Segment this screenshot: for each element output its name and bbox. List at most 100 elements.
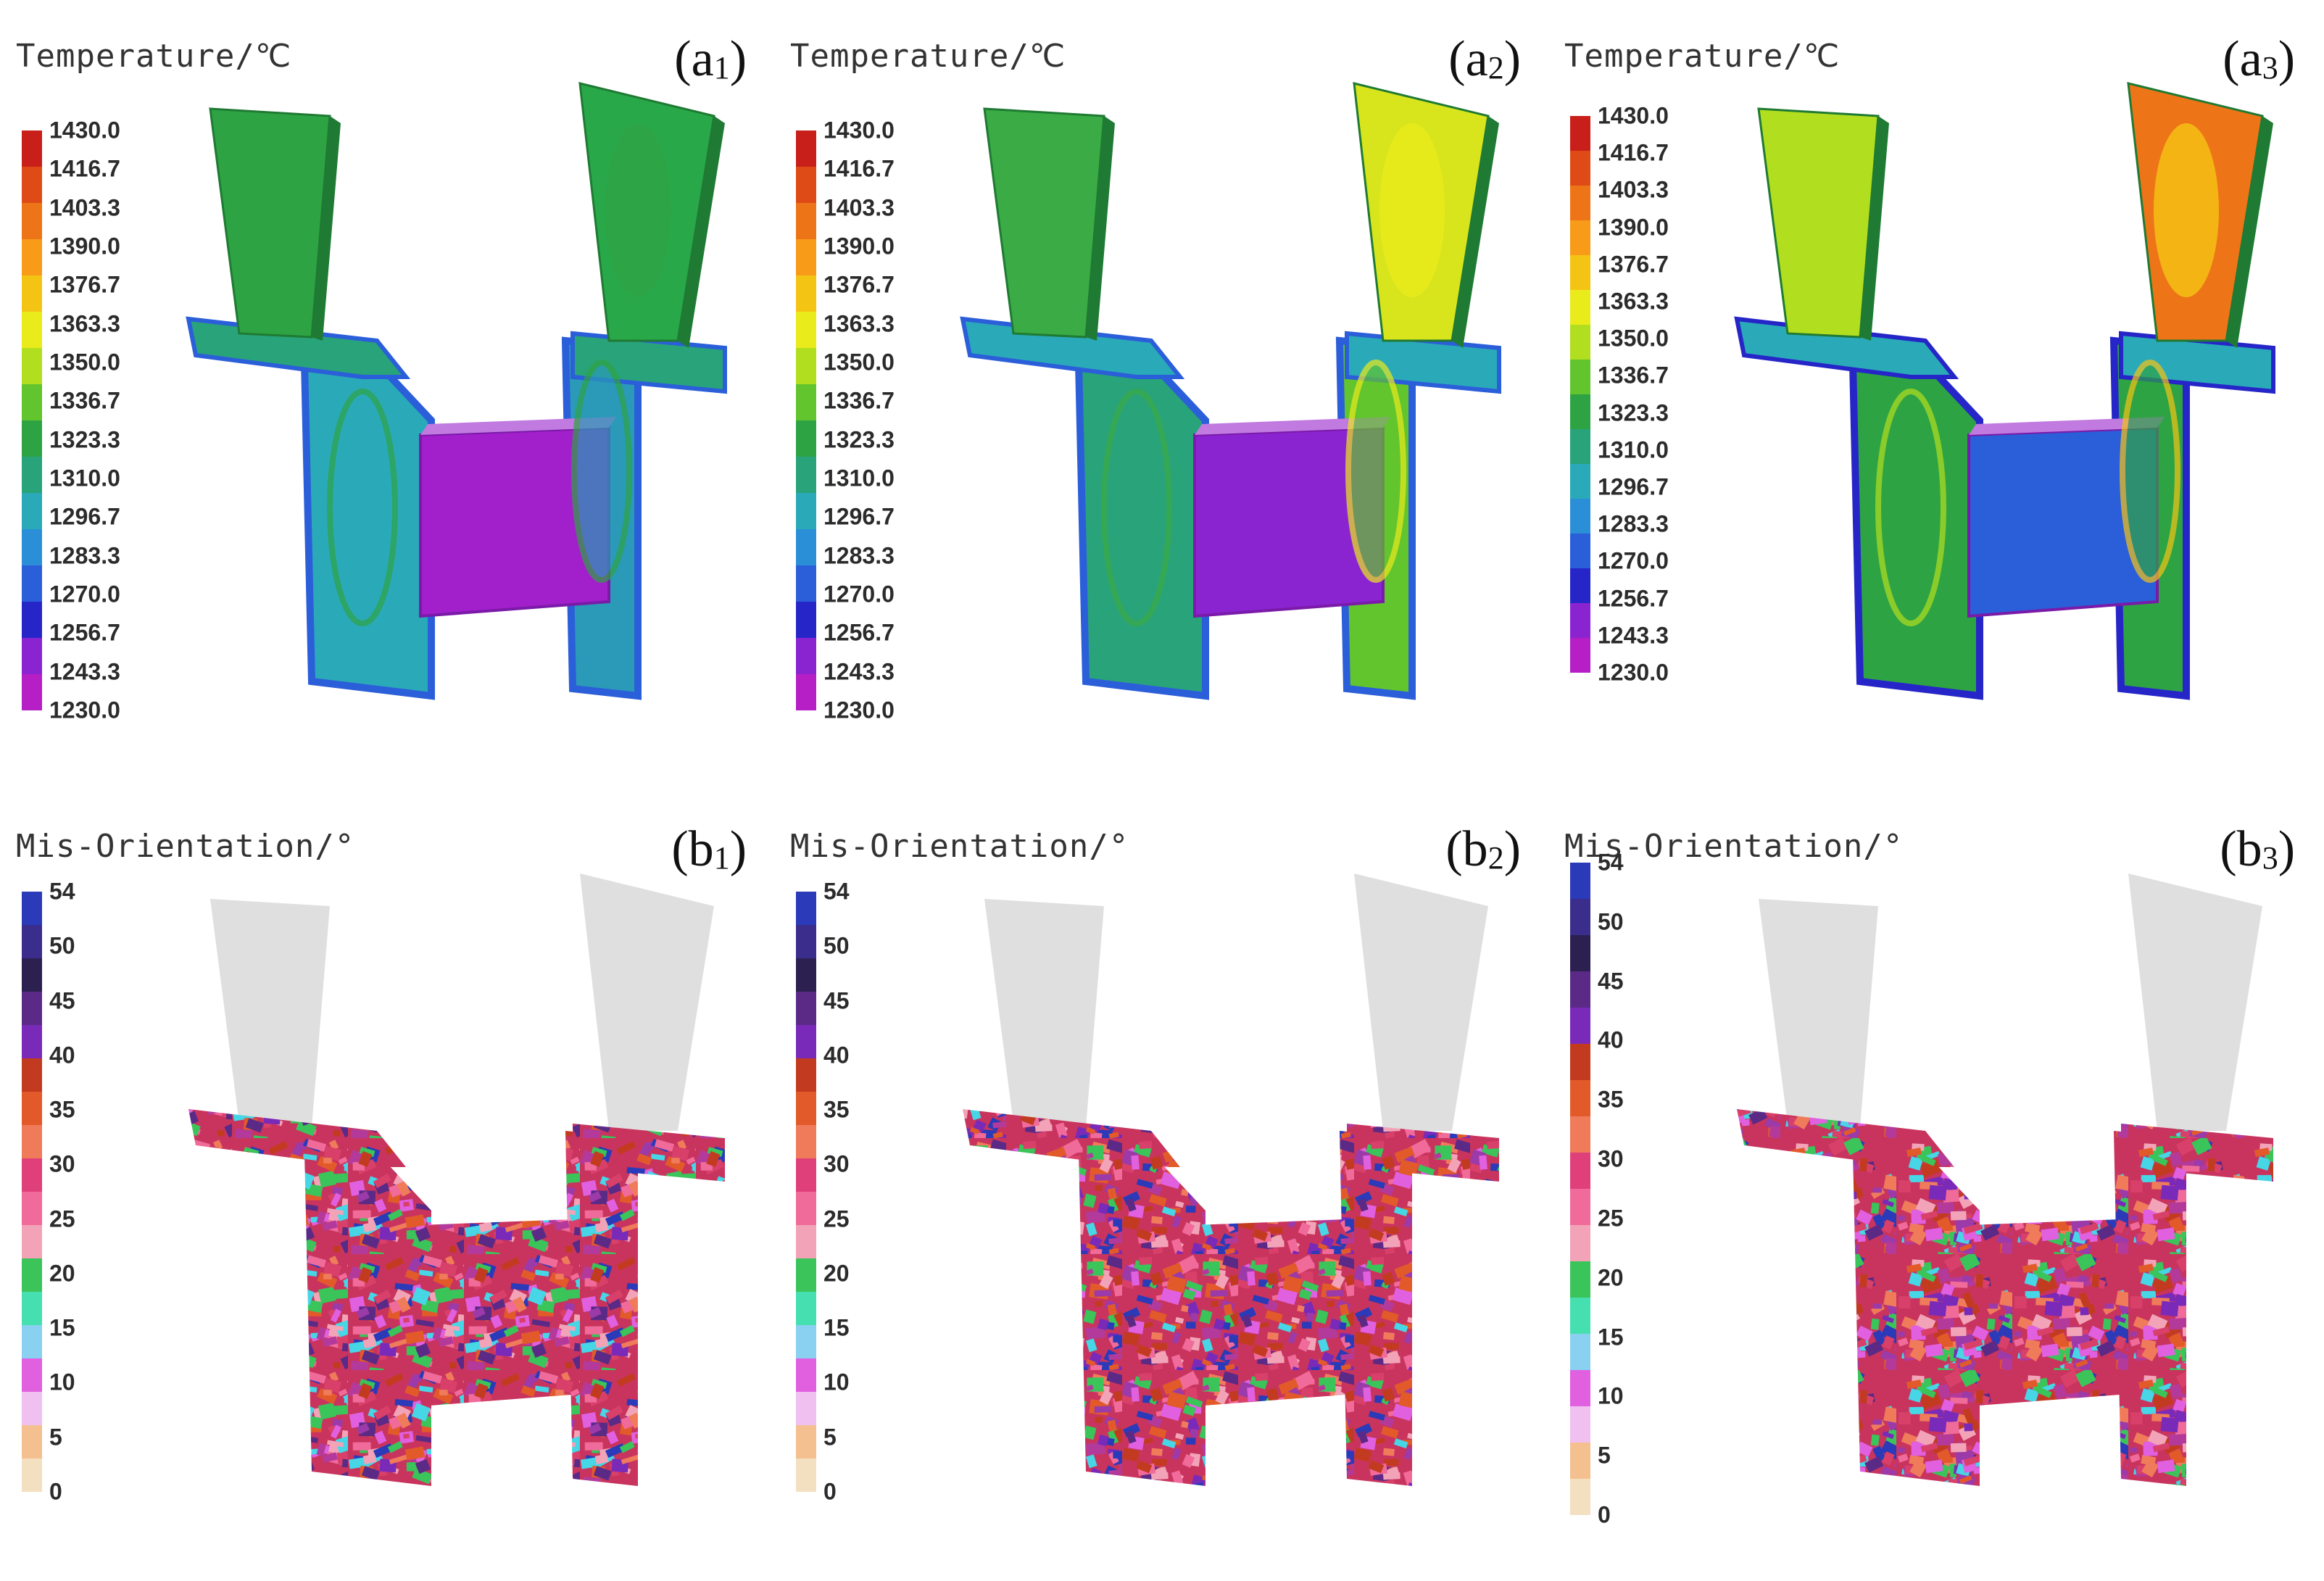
colorbar-title: Mis-Orientation/° <box>790 828 1129 865</box>
colorbar-segment <box>796 130 816 167</box>
colorbar-tick-label: 1336.7 <box>1598 362 1669 389</box>
colorbar-segment <box>796 892 816 925</box>
casting-temperature-field <box>186 82 727 700</box>
colorbar-tick-label: 1296.7 <box>49 503 120 530</box>
colorbar-tick-label: 30 <box>823 1150 850 1177</box>
colorbar-segment <box>22 1225 42 1258</box>
colorbar-tick-label: 1283.3 <box>49 542 120 569</box>
colorbar-segment <box>796 1325 816 1358</box>
colorbar-segment <box>796 529 816 565</box>
colorbar-tick-label: 15 <box>49 1314 75 1341</box>
colorbar-tick-label: 54 <box>1598 849 1624 876</box>
colorbar-segment <box>796 203 816 239</box>
colorbar-segment <box>22 1092 42 1125</box>
colorbar-tick-label: 1283.3 <box>823 542 895 569</box>
colorbar-tick-label: 1230.0 <box>823 697 895 723</box>
colorbar-segment <box>1570 863 1590 899</box>
colorbar-tick-label: 1430.0 <box>1598 102 1669 129</box>
colorbar-tick-label: 40 <box>49 1042 75 1068</box>
colorbar-segment <box>796 384 816 420</box>
colorbar-segment <box>1570 1298 1590 1334</box>
colorbar-tick-label: 1323.3 <box>1598 399 1669 426</box>
colorbar-tick-label: 1310.0 <box>1598 436 1669 463</box>
colorbar-tick-label: 25 <box>823 1206 850 1232</box>
colorbar-tick-label: 1350.0 <box>1598 325 1669 352</box>
colorbar-tick-label: 15 <box>823 1314 850 1341</box>
colorbar-segment <box>22 167 42 203</box>
colorbar-segment <box>1570 1334 1590 1370</box>
colorbar-segment <box>796 1358 816 1392</box>
colorbar-segment <box>1570 1225 1590 1261</box>
center-section <box>1195 1218 1383 1406</box>
colorbar-segment <box>796 239 816 275</box>
center-top-face <box>1195 417 1390 435</box>
colorbar-tick-label: 45 <box>1598 968 1624 995</box>
colorbar-segment <box>796 420 816 457</box>
left-body-core <box>1101 389 1172 626</box>
colorbar-tick-label: 1376.7 <box>823 271 895 298</box>
center-section <box>1969 1218 2157 1406</box>
casting-temperature-field <box>960 82 1501 700</box>
colorbar-segment <box>1570 1406 1590 1443</box>
colorbar-tick-label: 35 <box>823 1096 850 1123</box>
colorbar-segment <box>1570 255 1590 290</box>
colorbar-segment <box>796 1458 816 1492</box>
right-riser-ghost <box>2128 874 2262 1131</box>
colorbar-tick-label: 1256.7 <box>823 619 895 646</box>
right-riser-ghost <box>1354 874 1488 1131</box>
colorbar-tick-label: 30 <box>1598 1145 1624 1172</box>
colorbar-tick-label: 1430.0 <box>49 117 120 144</box>
colorbar-tick-label: 1243.3 <box>823 658 895 685</box>
colorbar-tick-label: 20 <box>49 1260 75 1287</box>
left-body-core <box>1875 389 1946 626</box>
colorbar-segment <box>22 1058 42 1092</box>
colorbar-segment <box>1570 1261 1590 1298</box>
casting-grain-structure <box>1737 874 2273 1486</box>
colorbar-tick-label: 1336.7 <box>49 387 120 414</box>
left-riser-ghost <box>984 899 1104 1127</box>
right-riser-side <box>2226 116 2273 348</box>
colorbar-tick-label: 25 <box>49 1206 75 1232</box>
colorbar-segment <box>22 1392 42 1425</box>
panel-label: (b3) <box>2214 821 2301 879</box>
left-body-core <box>327 389 398 626</box>
colorbar-segment <box>796 167 816 203</box>
colorbar-segment <box>1570 603 1590 638</box>
misorientation-colorbar <box>22 892 42 1492</box>
colorbar-tick-label: 54 <box>823 878 850 905</box>
colorbar-segment <box>1570 1008 1590 1044</box>
colorbar-segment <box>796 992 816 1025</box>
colorbar-tick-label: 1390.0 <box>1598 214 1669 241</box>
colorbar-segment <box>796 1025 816 1058</box>
left-riser-side <box>1860 116 1889 341</box>
center-top-face <box>420 417 616 435</box>
temperature-colorbar <box>1570 116 1590 673</box>
center-section <box>420 1218 609 1406</box>
colorbar-segment <box>1570 464 1590 499</box>
colorbar-tick-label: 1270.0 <box>49 581 120 607</box>
colorbar-tick-label: 35 <box>1598 1086 1624 1113</box>
colorbar-segment <box>796 638 816 674</box>
colorbar-tick-label: 1323.3 <box>49 426 120 453</box>
colorbar-tick-label: 1376.7 <box>49 271 120 298</box>
colorbar-title: Temperature/℃ <box>790 38 1066 75</box>
colorbar-segment <box>22 1192 42 1225</box>
colorbar-tick-label: 1256.7 <box>49 619 120 646</box>
colorbar-segment <box>1570 1370 1590 1406</box>
colorbar-segment <box>1570 568 1590 603</box>
colorbar-tick-label: 1310.0 <box>823 465 895 491</box>
left-riser <box>1757 107 1880 339</box>
right-body-core <box>2120 360 2180 583</box>
colorbar-segment <box>796 925 816 958</box>
colorbar-segment <box>22 130 42 167</box>
colorbar-segment <box>22 674 42 710</box>
colorbar-tick-label: 45 <box>49 987 75 1014</box>
colorbar-segment <box>1570 1153 1590 1189</box>
colorbar-segment <box>22 1025 42 1058</box>
colorbar-tick-label: 25 <box>1598 1205 1624 1232</box>
right-body-core <box>571 360 632 583</box>
center-top-face <box>1969 417 2165 435</box>
